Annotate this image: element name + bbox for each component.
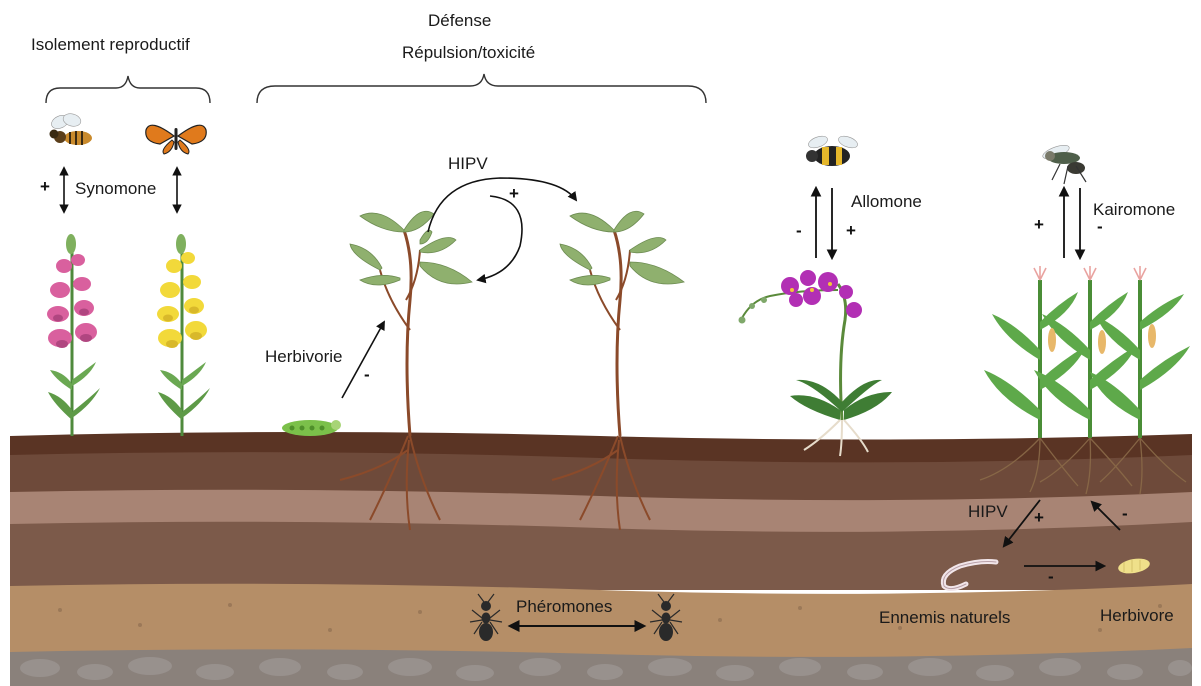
pheromones-label: Phéromones: [516, 598, 612, 615]
orchid-icon: [739, 270, 893, 456]
hipv-arrow-self-loop: [478, 196, 522, 280]
allomone-up-sign: -: [796, 222, 802, 239]
herbivore-root-sign: -: [1122, 505, 1128, 522]
herbivore-label: Herbivore: [1100, 607, 1174, 624]
isolement-title: Isolement reproductif: [31, 36, 190, 53]
pink-snapdragon-icon: [47, 234, 100, 436]
synomone-sign: +: [40, 178, 50, 195]
brace-defense: [257, 74, 706, 103]
enemy-herbivore-sign: -: [1048, 568, 1054, 585]
hipv-loop-sign: +: [509, 185, 519, 202]
brace-isolement: [46, 76, 210, 103]
herbivorie-label: Herbivorie: [265, 348, 342, 365]
yellow-snapdragon-icon: [157, 234, 210, 436]
synomone-label: Synomone: [75, 180, 156, 197]
kairomone-label: Kairomone: [1093, 201, 1175, 218]
repulsion-title: Répulsion/toxicité: [402, 44, 535, 61]
wasp-icon: [1041, 143, 1086, 184]
hipv-bottom-sign: +: [1034, 509, 1044, 526]
hipv-top-label: HIPV: [448, 155, 488, 172]
hipv-arrow-to-neighbor: [428, 178, 576, 232]
ennemis-label: Ennemis naturels: [879, 609, 1010, 626]
herbivorie-sign: -: [364, 366, 370, 383]
kairomone-up-sign: +: [1034, 216, 1044, 233]
kairomone-down-sign: -: [1097, 218, 1103, 235]
herbivorie-arrow: [342, 322, 384, 398]
honeybee-icon: [49, 112, 92, 145]
butterfly-icon: [146, 125, 206, 154]
defense-title: Défense: [428, 12, 491, 29]
hipv-bottom-label: HIPV: [968, 503, 1008, 520]
allomone-down-sign: +: [846, 222, 856, 239]
allomone-label: Allomone: [851, 193, 922, 210]
soil-sand-layer: [10, 584, 1192, 660]
soil-layers: [10, 432, 1192, 686]
bumblebee-icon: [806, 134, 859, 166]
